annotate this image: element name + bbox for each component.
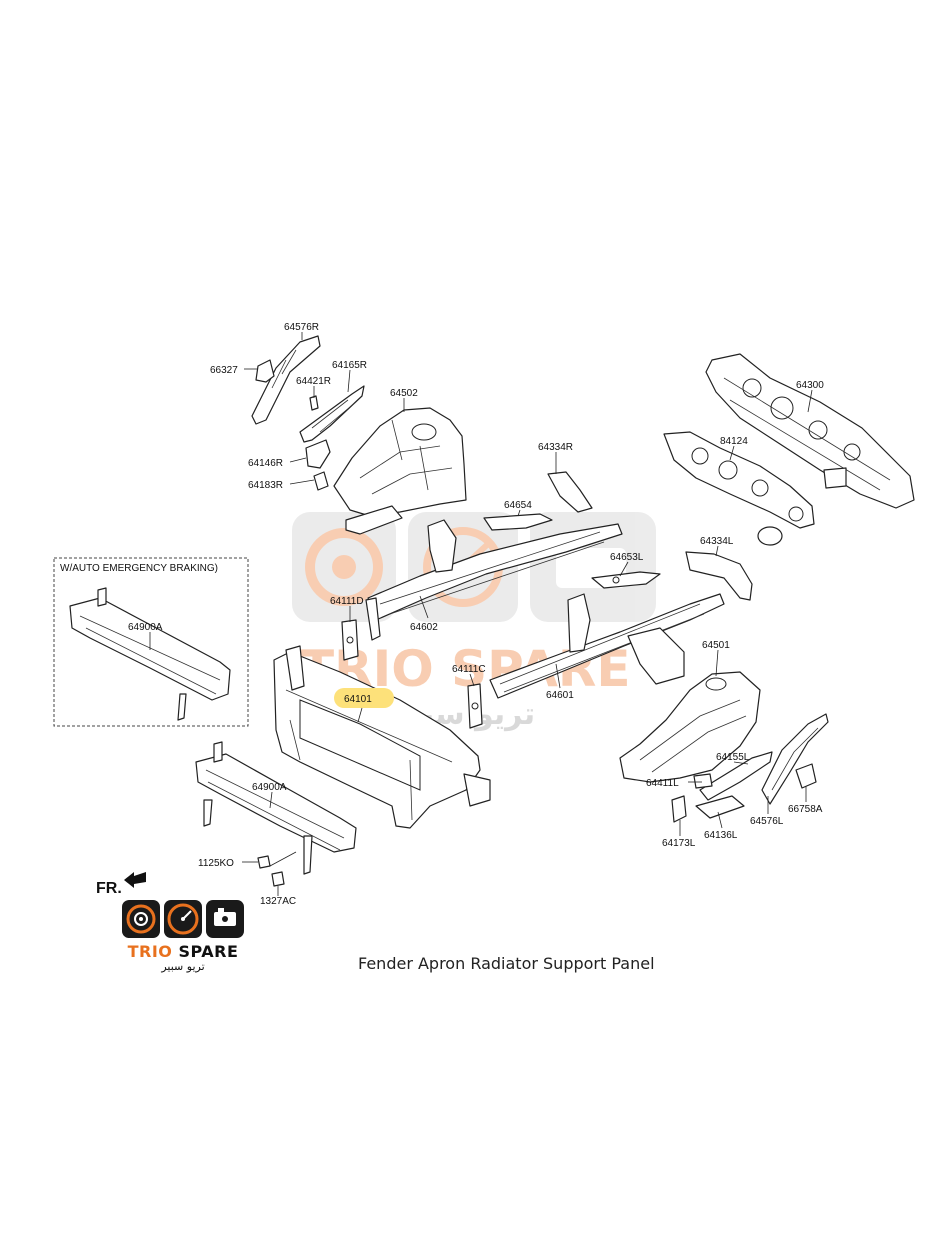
label-1125KO: 1125KO: [198, 858, 234, 869]
label-64173L: 64173L: [662, 838, 696, 849]
logo-brand-left: TRIO: [127, 942, 173, 961]
logo-brand-right: SPARE: [178, 942, 239, 961]
label-66758A: 66758A: [788, 804, 823, 815]
part-64111D: [341, 619, 359, 661]
label-64136L: 64136L: [704, 830, 738, 841]
part-64173L: [671, 795, 687, 823]
label-64602: 64602: [410, 622, 438, 633]
part-64165R: [299, 385, 365, 443]
part-labels: 64576R 66327 64165R 64421R 64502 64146R …: [128, 322, 824, 907]
label-64111D: 64111D: [330, 596, 364, 607]
label-64654: 64654: [504, 500, 532, 511]
part-64900A: [195, 741, 357, 875]
label-1327AC: 1327AC: [260, 896, 296, 907]
label-64411L: 64411L: [646, 778, 679, 789]
inset-box: W/AUTO EMERGENCY BRAKING): [53, 557, 249, 727]
part-64334L: [685, 551, 753, 601]
logo-arabic: تريو سبير: [161, 960, 205, 973]
part-64501: [619, 671, 761, 783]
label-64300: 64300: [796, 380, 824, 391]
label-64111C: 64111C: [452, 664, 486, 675]
part-64602: [365, 519, 623, 641]
label-64101: 64101: [344, 694, 372, 705]
label-64502: 64502: [390, 388, 418, 399]
label-64421R: 64421R: [296, 376, 331, 387]
part-64653L: [591, 571, 661, 589]
label-84124: 84124: [720, 436, 748, 447]
label-64900A-inset: 64900A: [128, 622, 163, 633]
part-64334R: [547, 471, 593, 513]
label-64165R: 64165R: [332, 360, 367, 371]
front-indicator: FR.: [96, 880, 122, 897]
part-66327: [255, 359, 275, 383]
front-arrow-icon: [124, 872, 146, 888]
part-64576L: [761, 713, 829, 805]
label-64653L: 64653L: [610, 552, 644, 563]
leader-lines: [149, 332, 813, 896]
label-64501: 64501: [702, 640, 730, 651]
part-64421R: [309, 395, 319, 411]
part-64136L: [695, 795, 745, 819]
part-64601: [489, 593, 725, 699]
label-64334L: 64334L: [700, 536, 734, 547]
logo-brand: TRIO SPARE: [120, 942, 246, 961]
part-64101: [273, 645, 491, 829]
part-84124: [663, 431, 815, 546]
label-66327: 66327: [210, 365, 238, 376]
part-66758A: [795, 763, 817, 789]
label-64146R: 64146R: [248, 458, 283, 469]
label-64183R: 64183R: [248, 480, 283, 491]
label-64155L: 64155L: [716, 752, 750, 763]
inset-title: W/AUTO EMERGENCY BRAKING): [60, 563, 218, 574]
part-1125KO: [257, 855, 271, 869]
logo-icons: [122, 900, 244, 938]
label-64601: 64601: [546, 690, 574, 701]
label-64900A: 64900A: [252, 782, 287, 793]
part-64576R: [251, 335, 321, 425]
part-64411L: [693, 773, 713, 789]
part-64183R: [313, 471, 329, 491]
part-1327AC: [271, 871, 285, 887]
part-64111C: [467, 683, 483, 729]
part-64300: [705, 353, 915, 509]
label-64576L: 64576L: [750, 816, 784, 827]
label-64334R: 64334R: [538, 442, 573, 453]
trio-spare-logo: TRIO SPARE تريو سبير: [120, 898, 250, 978]
highlight-64101: [334, 688, 394, 708]
part-64654: [483, 513, 553, 531]
part-64502: [333, 407, 467, 535]
part-64155L: [699, 751, 773, 801]
part-64900A-inset: [69, 587, 231, 721]
label-64576R: 64576R: [284, 322, 319, 333]
part-64146R: [305, 439, 331, 469]
diagram-caption: Fender Apron Radiator Support Panel: [358, 954, 655, 973]
